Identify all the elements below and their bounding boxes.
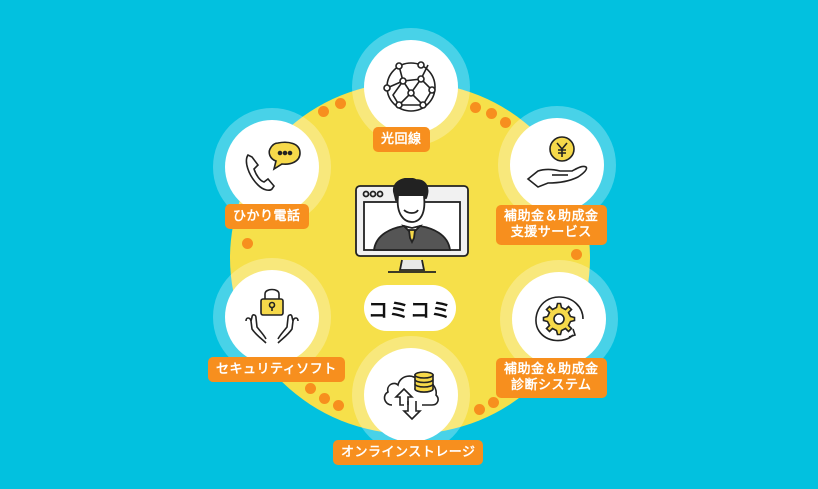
label-subsidy-support: 補助金＆助成金 支援サービス (496, 205, 607, 245)
label-subsidy-diagnosis-line2: 診断システム (510, 378, 592, 393)
node-subsidy-support (498, 106, 616, 224)
ring-dot (333, 400, 344, 411)
ring-dot (318, 106, 329, 117)
komikomi-logo: コミコミ (364, 285, 456, 331)
label-subsidy-support-line1: 補助金＆助成金 (504, 209, 599, 224)
ring-dot (500, 117, 511, 128)
node-fiber (352, 28, 470, 146)
video-call-monitor-icon (352, 177, 472, 278)
ring-dot (305, 383, 316, 394)
ring-dot (571, 249, 582, 260)
yen-hand-icon (526, 136, 588, 188)
cloud-storage-icon (383, 371, 439, 421)
lock-hands-icon (245, 288, 299, 344)
phone-chat-icon (245, 141, 301, 191)
label-security-software: セキュリティソフト (208, 357, 345, 382)
gear-cycle-icon (535, 296, 584, 342)
label-hikari-phone: ひかり電話 (225, 204, 309, 229)
ring-dot (474, 404, 485, 415)
label-subsidy-diagnosis: 補助金＆助成金 診断システム (496, 358, 607, 398)
ring-dot (470, 102, 481, 113)
label-subsidy-support-line2: 支援サービス (510, 225, 592, 240)
node-online-storage (352, 336, 470, 454)
ring-dot (242, 238, 253, 249)
ring-dot (319, 393, 330, 404)
ring-dot (335, 98, 346, 109)
network-globe-icon (383, 61, 436, 112)
ring-dot (488, 397, 499, 408)
label-online-storage: オンラインストレージ (333, 440, 484, 465)
label-fiber: 光回線 (373, 127, 430, 152)
ring-dot (486, 108, 497, 119)
label-subsidy-diagnosis-line1: 補助金＆助成金 (504, 362, 599, 377)
node-security-software (213, 258, 331, 376)
